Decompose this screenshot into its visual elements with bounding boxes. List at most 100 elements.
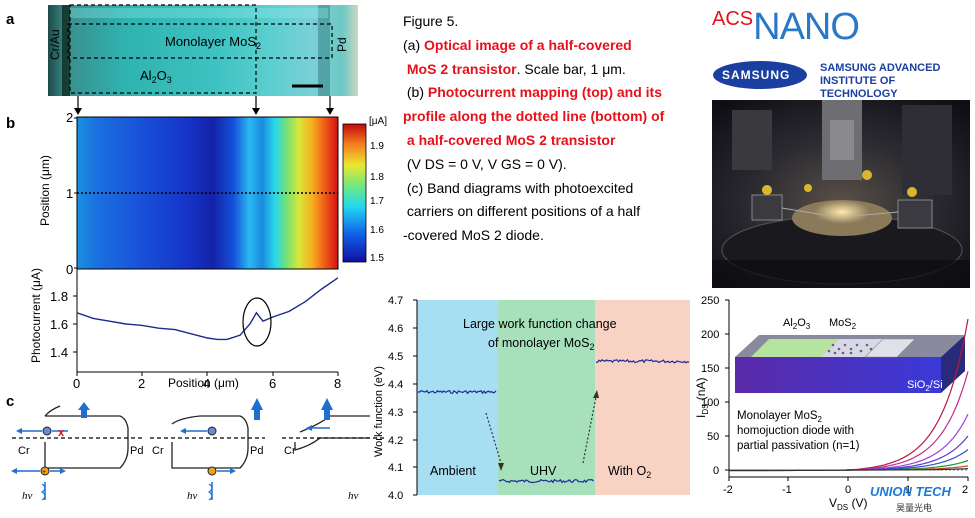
- iv-xtick: 0: [845, 484, 851, 496]
- caption-b4: (V DS = 0 V, V GS = 0 V).: [406, 155, 567, 172]
- caption-c1: (c) Band diagrams with photoexcited: [406, 179, 634, 196]
- acs-nano-logo: ACSNANO: [712, 6, 860, 48]
- wf-trace-o2: [596, 358, 690, 364]
- iv-xtick: 2: [962, 484, 968, 496]
- panel-b-label: b: [6, 115, 15, 132]
- band-diagram-3: Cr hv: [282, 398, 385, 502]
- wf-ytick: 4.4: [388, 379, 403, 391]
- wf-ytick: 4.3: [388, 407, 403, 419]
- wf-ylabel: Work function (eV): [373, 366, 385, 457]
- iv-xtick: -2: [723, 484, 733, 496]
- iv-chart: 250 200 150 100 50 0 -2 -1 0 1 2 VDS (V)…: [694, 295, 969, 512]
- cr-label: Cr: [18, 445, 30, 457]
- wf-yticks: [413, 299, 417, 496]
- line-xtick: 2: [138, 376, 145, 390]
- hv-label: hv: [187, 490, 198, 502]
- cr-au-label: Cr/Au: [48, 29, 62, 60]
- caption-b2: profile along the dotted line (bottom) o…: [403, 108, 665, 125]
- monolayer-mos2-label: Monolayer MoS2: [165, 34, 261, 51]
- samsung-text: SAMSUNG: [722, 68, 791, 82]
- union-tech-cn: 昊量光电: [896, 501, 932, 514]
- region-uhv: [498, 300, 595, 495]
- cr-label: Cr: [284, 445, 296, 457]
- region-o2-label: With O2: [608, 464, 651, 480]
- line-xtick: 4: [203, 376, 210, 390]
- band-diagram-2: Cr Pd hv: [150, 398, 265, 502]
- wf-trace-ambient: [417, 389, 497, 395]
- svg-text:+: +: [42, 469, 46, 476]
- map-ylabel: Position (μm): [38, 155, 52, 226]
- iv-curve-8: [729, 468, 969, 472]
- map-ytick: 2: [66, 110, 73, 125]
- line-xtick: 8: [334, 376, 341, 390]
- photocurrent-profile-line: [77, 277, 338, 341]
- wf-ytick: 4.7: [388, 295, 403, 307]
- iv-ytick: 50: [707, 431, 719, 443]
- panel-c-label: c: [6, 393, 14, 410]
- panel-b: b Position (μm) 2 1 0 [μA] 1.9 1.8 1.7 1…: [6, 108, 387, 390]
- acs-text: ACS: [712, 8, 754, 30]
- caption-b: (b) Photocurrent mapping (top) and its: [406, 84, 662, 101]
- caption-b3: a half-covered MoS 2 transistor: [406, 131, 616, 148]
- wf-title-1: Large work function change: [463, 317, 617, 331]
- iv-ytick: 200: [701, 329, 719, 341]
- sait-line1: SAMSUNG ADVANCED: [820, 62, 941, 74]
- iv-text-3: partial passivation (n=1): [737, 440, 860, 452]
- union-tech-text: UNION TECH: [870, 484, 951, 499]
- panel-a-label: a: [6, 11, 15, 28]
- colorbar-unit: [μA]: [369, 116, 387, 127]
- iv-text-2: homojuction diode with: [737, 425, 854, 437]
- wf-ytick: 4.0: [388, 490, 403, 502]
- iv-xtick: 1: [905, 484, 911, 496]
- work-function-chart: 4.7 4.6 4.5 4.4 4.3 4.2 4.1 4.0 Work fun…: [373, 295, 690, 502]
- iv-ylabel: IDS (nA): [694, 378, 710, 418]
- region-ambient-label: Ambient: [430, 464, 476, 478]
- profile-axis-ticks: [73, 295, 339, 376]
- wf-ytick: 4.1: [388, 462, 403, 474]
- inset-al2o3: Al2O3: [783, 317, 811, 331]
- wf-title-2: of monolayer MoS2: [488, 336, 594, 352]
- samsung-logo: SAMSUNG: [712, 60, 808, 90]
- iv-ytick: 250: [701, 295, 719, 307]
- region-o2: [595, 300, 690, 495]
- colorbar: [342, 123, 367, 263]
- region-uhv-label: UHV: [530, 464, 557, 478]
- line-xtick: 0: [73, 376, 80, 390]
- pd-label: Pd: [250, 445, 263, 457]
- pd-label: Pd: [335, 37, 349, 52]
- al2o3-label: Al2O3: [140, 68, 172, 85]
- line-ytick: 1.8: [50, 289, 68, 304]
- iv-text-1: Monolayer MoS2: [737, 410, 823, 424]
- wf-ytick: 4.6: [388, 323, 403, 335]
- device-inset: Al2O3 MoS2 SiO2/Si: [735, 317, 965, 393]
- caption-figure: Figure 5.: [403, 13, 459, 29]
- line-ytick: 1.4: [50, 345, 68, 360]
- caption-c2: carriers on different positions of a hal…: [406, 203, 641, 220]
- map-ytick: 0: [66, 262, 73, 277]
- inset-substrate: SiO2/Si: [907, 379, 943, 393]
- wf-trace-uhv: [498, 478, 594, 484]
- iv-ticks: [725, 299, 969, 481]
- nano-text: NANO: [753, 6, 860, 48]
- colorbar-tick: 1.6: [370, 225, 384, 236]
- map-ytick: 1: [66, 186, 73, 201]
- cr-label: Cr: [152, 445, 164, 457]
- iv-xtick: -1: [782, 484, 792, 496]
- hv-label: hv: [22, 490, 33, 502]
- iv-ytick: 150: [701, 363, 719, 375]
- caption-a: (a) Optical image of a half-covered: [403, 36, 632, 53]
- union-tech-logo: UNION TECH: [870, 484, 951, 499]
- pd-label: Pd: [130, 445, 143, 457]
- lab-photo: [712, 100, 970, 288]
- colorbar-tick: 1.7: [370, 196, 384, 207]
- panel-a: a Cr/Au Pd Monolayer MoS2 Al2O3: [6, 4, 358, 112]
- svg-text:x: x: [58, 427, 65, 439]
- colorbar-tick: 1.9: [370, 141, 384, 152]
- caption-c3: -covered MoS 2 diode.: [403, 227, 544, 244]
- hv-label: hv: [348, 490, 359, 502]
- line-xlabel: Position (μm): [168, 376, 239, 390]
- figure-caption: Figure 5. (a) Optical image of a half-co…: [403, 10, 703, 248]
- iv-ytick: 0: [713, 465, 719, 477]
- sait-text: SAMSUNG ADVANCED INSTITUTE OF TECHNOLOGY: [820, 62, 975, 101]
- line-xtick: 6: [269, 376, 276, 390]
